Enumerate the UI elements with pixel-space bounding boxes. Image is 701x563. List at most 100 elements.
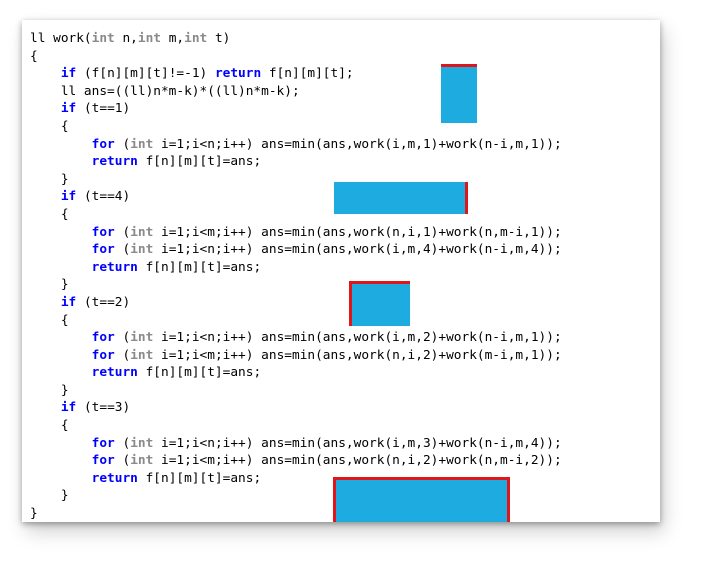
code-token [30,225,92,240]
code-token [30,137,92,152]
type-token: int [91,31,115,46]
code-token: ( [114,242,131,258]
code-token: { [30,312,69,328]
code-token: f[n][m][t]=ans; [137,365,262,381]
code-token: i=1;i<n;i++) ans=min(ans,work(i,m,4)+wor… [153,242,562,258]
code-line: if (t==2) [30,294,562,312]
code-line: ll work(int n,int m,int t) [30,30,562,48]
code-token [30,453,92,468]
code-token: { [30,48,38,64]
code-line: } [30,487,562,505]
keyword-token: if [60,66,77,82]
code-line: for (int i=1;i<m;i++) ans=min(ans,work(n… [30,452,562,470]
code-line: if (t==4) [30,188,562,206]
code-token: f[n][m][t]=ans; [137,470,262,486]
type-token: int [130,330,154,346]
code-token [30,436,92,451]
code-line: { [30,118,562,136]
code-token: ll work( [30,31,92,46]
code-line: } [30,505,562,522]
code-token [30,295,61,310]
type-token: int [130,242,154,258]
type-token: int [130,347,154,363]
code-token: ( [114,136,131,152]
keyword-token: return [91,154,138,170]
code-token [30,260,92,275]
keyword-token: for [91,330,115,346]
keyword-token: for [91,242,115,258]
code-token: (t==2) [76,294,131,310]
redaction-marker [349,281,410,326]
code-token [30,189,61,204]
code-line: return f[n][m][t]=ans; [30,153,562,171]
code-token: f[n][m][t]=ans; [137,259,262,275]
marker-edge-left [333,477,336,522]
code-line: if (f[n][m][t]!=-1) return f[n][m][t]; [30,65,562,83]
keyword-token: if [60,189,77,205]
code-token: ll ans=((ll)n*m-k)*((ll)n*m-k); [30,83,300,99]
code-token: { [30,206,69,222]
code-line: { [30,206,562,224]
code-token: ( [114,330,131,346]
type-token: int [130,224,154,240]
code-token: ( [114,435,131,451]
code-token: n, [114,31,138,46]
keyword-token: return [91,259,138,275]
type-token: int [184,31,208,46]
code-token: m, [161,31,185,46]
keyword-token: if [60,400,77,416]
marker-edge-top [333,477,510,480]
redaction-marker [333,477,510,522]
code-line: for (int i=1;i<n;i++) ans=min(ans,work(i… [30,435,562,453]
code-token [30,348,92,363]
code-screenshot-card: ll work(int n,int m,int t){ if (f[n][m][… [22,20,660,522]
marker-edge-left [349,281,352,326]
code-token: } [30,277,69,293]
code-line: return f[n][m][t]=ans; [30,364,562,382]
code-line: for (int i=1;i<n;i++) ans=min(ans,work(i… [30,329,562,347]
code-token: t) [207,31,231,46]
code-token: ( [114,224,131,240]
code-token: (t==3) [76,400,131,416]
code-token [30,365,92,380]
code-line: } [30,382,562,400]
code-line: } [30,171,562,189]
marker-edge-right [465,182,468,214]
code-token: { [30,118,69,134]
code-token: } [30,382,69,398]
code-line: for (int i=1;i<n;i++) ans=min(ans,work(i… [30,136,562,154]
code-line: { [30,417,562,435]
type-token: int [130,136,154,152]
code-token: i=1;i<n;i++) ans=min(ans,work(i,m,2)+wor… [153,330,562,346]
code-token: i=1;i<m;i++) ans=min(ans,work(n,i,2)+wor… [153,453,562,469]
keyword-token: return [91,365,138,381]
code-token: ( [114,453,131,469]
type-token: int [137,31,162,46]
code-line: if (t==1) [30,100,562,118]
code-token: i=1;i<n;i++) ans=min(ans,work(i,m,3)+wor… [153,435,562,451]
code-line: for (int i=1;i<m;i++) ans=min(ans,work(n… [30,224,562,242]
code-line: { [30,48,562,66]
code-token: i=1;i<m;i++) ans=min(ans,work(n,i,1)+wor… [153,224,562,240]
code-token: i=1;i<m;i++) ans=min(ans,work(n,i,2)+wor… [153,347,562,363]
type-token: int [130,453,154,469]
code-line: return f[n][m][t]=ans; [30,259,562,277]
keyword-token: return [91,470,138,486]
code-line: for (int i=1;i<n;i++) ans=min(ans,work(i… [30,241,562,259]
code-line: ll ans=((ll)n*m-k)*((ll)n*m-k); [30,83,562,101]
code-token [30,66,61,81]
code-token: } [30,488,69,504]
code-line: return f[n][m][t]=ans; [30,470,562,488]
keyword-token: for [91,224,115,240]
code-token: (f[n][m][t]!=-1) [76,66,215,82]
code-token: i=1;i<n;i++) ans=min(ans,work(i,m,1)+wor… [153,136,562,152]
marker-edge-right [507,477,510,522]
type-token: int [130,435,154,451]
code-token [30,400,61,415]
code-line: if (t==3) [30,399,562,417]
code-token [30,101,61,116]
code-token: } [30,506,38,522]
code-token [30,471,92,486]
code-token: (t==1) [76,101,131,117]
redaction-marker [334,182,468,214]
